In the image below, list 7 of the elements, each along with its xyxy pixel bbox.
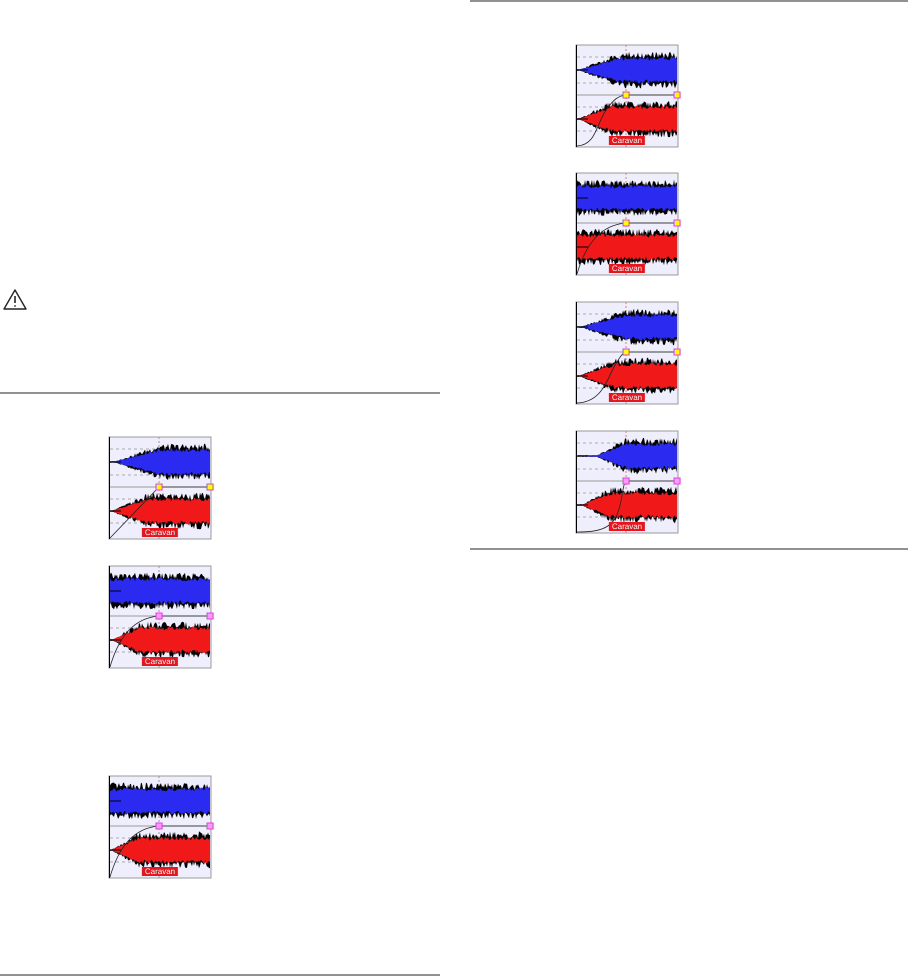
- clip-name: Caravan: [608, 136, 646, 145]
- clip-name: Caravan: [608, 393, 646, 402]
- clip-name: Caravan: [608, 522, 646, 531]
- clip-name: Caravan: [142, 528, 178, 537]
- clip-name: Caravan: [142, 867, 178, 876]
- clip-name: Caravan: [608, 264, 646, 273]
- clip-name: Caravan: [142, 657, 178, 666]
